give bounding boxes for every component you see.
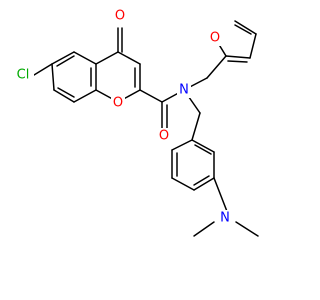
bond (57, 87, 75, 98)
bond (73, 89, 97, 103)
atom-labels: Cl O O O O N N (12, 8, 232, 226)
bond (51, 63, 55, 91)
bond (225, 55, 251, 59)
bond (117, 51, 141, 65)
furan-oxygen-label: O (210, 31, 220, 46)
bond (194, 144, 212, 155)
chlorine-atom-label: Cl (17, 68, 30, 83)
bond (193, 177, 215, 191)
bond (73, 51, 97, 65)
ring-oxygen-label: O (113, 96, 123, 111)
bond (53, 89, 75, 103)
bond (171, 139, 193, 151)
atom-label-background (177, 82, 191, 98)
molecule-structure-diagram: Cl O O O O N N (12, 8, 259, 237)
bond (193, 175, 210, 186)
bond-lines (33, 20, 259, 237)
bond (193, 221, 215, 237)
bond (191, 112, 201, 141)
bond (227, 60, 248, 63)
bond (206, 55, 227, 79)
bond (249, 33, 257, 59)
bond (95, 51, 119, 65)
bond (213, 177, 229, 215)
atom-label-background (12, 67, 34, 83)
ketone-oxygen-label: O (115, 9, 125, 24)
atom-label-background (113, 8, 127, 24)
bond (234, 24, 252, 35)
bond (234, 20, 257, 35)
bond (171, 177, 195, 191)
atom-label-background (111, 95, 125, 111)
atom-label-background (157, 128, 171, 144)
amide-oxygen-label: O (159, 129, 169, 144)
atom-label-background (208, 30, 222, 46)
bond (33, 63, 53, 76)
bond (56, 55, 75, 67)
bond (139, 89, 163, 103)
amide-nitrogen-label: N (179, 83, 189, 98)
amine-nitrogen-label: N (220, 211, 230, 226)
bond (235, 221, 259, 237)
atom-label-background (218, 210, 232, 226)
bond (191, 139, 215, 153)
bond (51, 51, 75, 65)
